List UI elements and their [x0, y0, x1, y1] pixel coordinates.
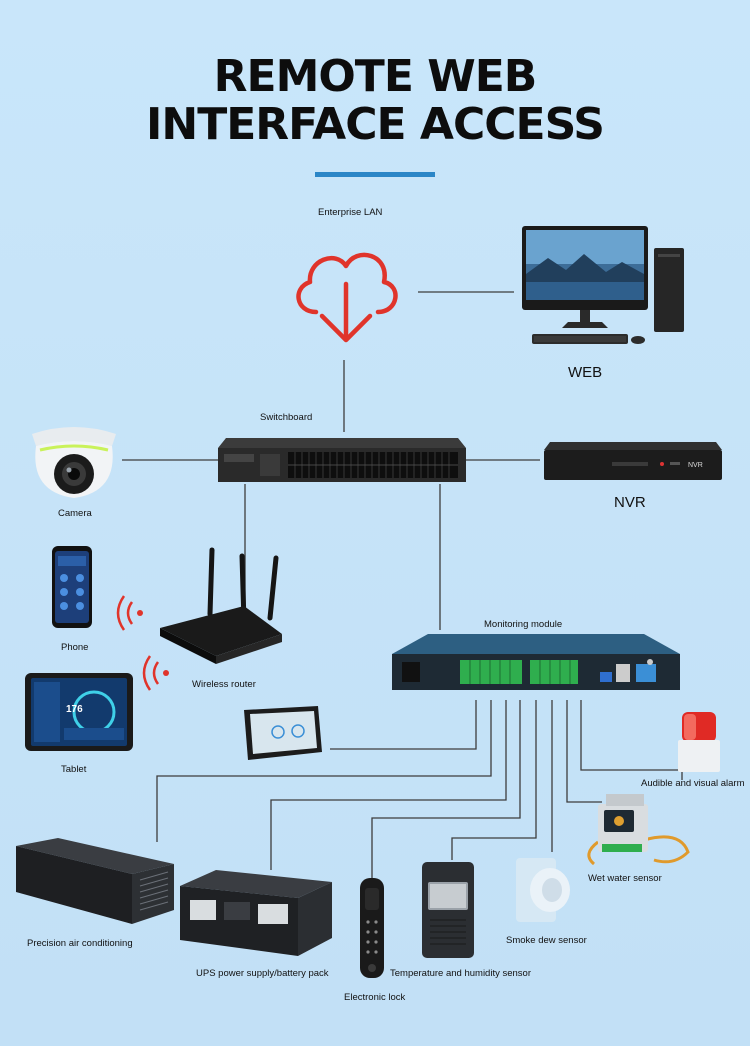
tablet-label: Tablet: [61, 764, 87, 775]
nvr-badge: NVR: [688, 462, 703, 469]
wire-module-alarm: [580, 700, 683, 780]
electronic-lock-label: Electronic lock: [344, 992, 406, 1003]
smartphone-icon: [52, 546, 92, 628]
phone-label: Phone: [61, 642, 89, 653]
wire-module-lock: [371, 700, 521, 878]
ups-battery-icon: [180, 870, 332, 956]
electronic-lock-icon: [360, 878, 384, 978]
monitoring-module-icon: [392, 634, 680, 690]
wire-module-ups: [270, 700, 507, 870]
wireless-router-label: Wireless router: [192, 679, 256, 690]
wire-module-temp: [451, 700, 537, 860]
tablet-reading: 176: [66, 704, 83, 715]
enterprise-lan-label: Enterprise LAN: [318, 207, 383, 218]
smoke-dew-sensor-label: Smoke dew sensor: [506, 935, 587, 946]
dome-camera-icon: [32, 427, 116, 498]
ups-label: UPS power supply/battery pack: [196, 968, 329, 979]
wireless-router-icon: [160, 547, 282, 664]
wet-water-sensor-label: Wet water sensor: [588, 873, 662, 884]
web-label: WEB: [568, 364, 603, 381]
title-line-1: REMOTE WEB: [213, 51, 538, 102]
audible-alarm-label: Audible and visual alarm: [641, 778, 745, 789]
cloud-download-icon: [296, 252, 398, 343]
nvr-label: NVR: [614, 494, 646, 511]
precision-ac-icon: [16, 838, 174, 924]
alarm-siren-icon: [678, 712, 720, 772]
switchboard-label: Switchboard: [260, 412, 313, 423]
wifi-signal-icon-2: [142, 655, 169, 691]
desktop-computer-icon: [522, 226, 684, 344]
wire-module-tablet: [330, 700, 477, 750]
temperature-humidity-label: Temperature and humidity sensor: [390, 968, 531, 979]
monitoring-module-label: Monitoring module: [484, 619, 563, 630]
network-switch-icon: [218, 438, 466, 482]
tablet-icon: [25, 673, 133, 751]
nvr-recorder-icon: [544, 442, 722, 480]
title-line-2: INTERFACE ACCESS: [146, 99, 605, 150]
wifi-signal-icon: [116, 595, 143, 631]
wire-module-ac: [156, 700, 492, 842]
camera-label: Camera: [58, 508, 92, 519]
precision-ac-label: Precision air conditioning: [27, 938, 133, 949]
smoke-detector-icon: [516, 858, 570, 922]
water-leak-sensor-icon: [587, 794, 690, 866]
wire-module-wet: [566, 700, 602, 803]
display-terminal-icon: [244, 706, 322, 760]
temperature-humidity-sensor-icon: [422, 862, 474, 958]
title-underline: [315, 172, 435, 177]
